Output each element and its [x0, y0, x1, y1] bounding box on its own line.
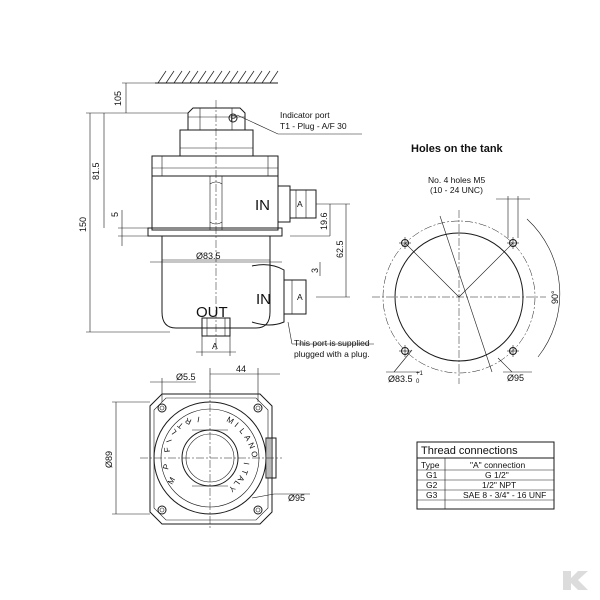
svg-text:R: R — [183, 416, 192, 427]
tank-hole-3 — [399, 345, 411, 357]
head-cover — [151, 155, 279, 177]
svg-text:I: I — [196, 415, 200, 424]
svg-text:N: N — [246, 441, 257, 450]
svg-text:I: I — [233, 421, 241, 430]
dim-d95-top: Ø95 — [288, 493, 305, 503]
top-view: M P F I L T R I M I L A N O I T A L Y 44… — [104, 364, 310, 530]
dim-d835-tol-upper: +1 — [416, 371, 424, 377]
dim-150: 150 — [78, 217, 88, 232]
upper-in-port — [277, 185, 291, 223]
port-a-bottom: A — [212, 341, 218, 351]
filter-bowl — [161, 236, 271, 329]
svg-text:L: L — [168, 427, 178, 436]
dim-196: 19.6 — [319, 212, 329, 230]
indicator-body — [179, 129, 254, 157]
svg-text:Y: Y — [226, 484, 237, 495]
table-row-g2-connection: 1/2" NPT — [482, 480, 516, 490]
in-lower-label: IN — [256, 291, 271, 308]
port-p-label: P — [231, 113, 237, 123]
holes-view: Holes on the tank No. 4 holes M5 (10 - 2… — [372, 143, 561, 385]
out-label: OUT — [196, 304, 228, 321]
port-a-upper: A — [297, 199, 303, 209]
top-hole-1 — [157, 403, 167, 413]
top-view-side-port — [265, 437, 277, 479]
table-title: Thread connections — [421, 445, 518, 457]
top-hole-4 — [253, 505, 263, 515]
table-header-type: Type — [421, 460, 440, 470]
port-p-marker — [228, 113, 238, 123]
k-logo-icon — [563, 571, 588, 590]
svg-text:A: A — [242, 433, 253, 443]
table-row-g3-type: G3 — [426, 490, 438, 500]
dim-105: 105 — [113, 91, 123, 106]
plug-note-line1: This port is supplied — [294, 338, 370, 348]
out-port — [201, 317, 231, 337]
ground-hatch — [157, 70, 279, 84]
angle-90-label: 90° — [550, 290, 560, 304]
svg-text:T: T — [175, 420, 185, 430]
dim-44: 44 — [236, 364, 246, 374]
mounting-flange — [147, 227, 283, 237]
table-row-g1-connection: G 1/2" — [485, 470, 509, 480]
top-flange — [149, 393, 273, 525]
svg-text:M: M — [166, 475, 177, 486]
angle-arc — [526, 218, 561, 358]
svg-text:I: I — [242, 462, 251, 466]
svg-text:I: I — [164, 438, 173, 444]
brand-ring-text: M P F I L T R I M I L A N O I T A L Y — [161, 415, 259, 495]
svg-text:T: T — [239, 468, 249, 476]
table-header-connection: "A" connection — [470, 460, 525, 470]
dim-d835-tank: Ø83.5 — [388, 374, 413, 384]
holes-spec-line1: No. 4 holes M5 — [428, 175, 485, 185]
svg-text:O: O — [249, 450, 260, 459]
port-a-lower: A — [297, 292, 303, 302]
dim-815: 81.5 — [91, 162, 101, 180]
table-row-g2-type: G2 — [426, 480, 438, 490]
dim-d835-front: Ø83.5 — [196, 251, 221, 261]
front-view: P Indicator port T1 - Plug - A/F 30 IN I… — [78, 70, 374, 359]
top-hole-3 — [157, 505, 167, 515]
indicator-leader — [236, 114, 279, 135]
holes-title: Holes on the tank — [411, 143, 504, 155]
table-row-g1-type: G1 — [426, 470, 438, 480]
svg-text:M: M — [225, 415, 236, 426]
in-upper-label: IN — [255, 197, 270, 214]
top-hole-2 — [253, 403, 263, 413]
table-row-g3-connection: SAE 8 - 3/4" - 16 UNF — [463, 490, 546, 500]
svg-text:L: L — [237, 427, 247, 437]
tank-hole-4 — [507, 345, 519, 357]
svg-text:F: F — [163, 446, 172, 452]
indicator-plug-label: T1 - Plug - A/F 30 — [280, 121, 347, 131]
indicator-port-label: Indicator port — [280, 110, 330, 120]
svg-text:L: L — [231, 479, 241, 488]
dim-d89: Ø89 — [104, 451, 114, 468]
plug-note-line2: plugged with a plug. — [294, 349, 370, 359]
dim-625: 62.5 — [335, 240, 345, 258]
holes-spec-line2: (10 - 24 UNC) — [430, 185, 483, 195]
dim-d95-tank: Ø95 — [507, 373, 524, 383]
dim-d835-tol-lower: 0 — [416, 379, 420, 385]
dim-5: 5 — [110, 212, 120, 217]
svg-text:A: A — [235, 474, 246, 484]
upper-in-boss — [289, 189, 317, 219]
table-frame — [416, 441, 555, 510]
lower-in-port — [283, 279, 307, 315]
dim-d55: Ø5.5 — [176, 372, 196, 382]
thread-connections-table: Thread connections Type "A" connection G… — [416, 441, 555, 510]
dim-3: 3 — [310, 268, 320, 273]
svg-text:P: P — [161, 463, 171, 471]
